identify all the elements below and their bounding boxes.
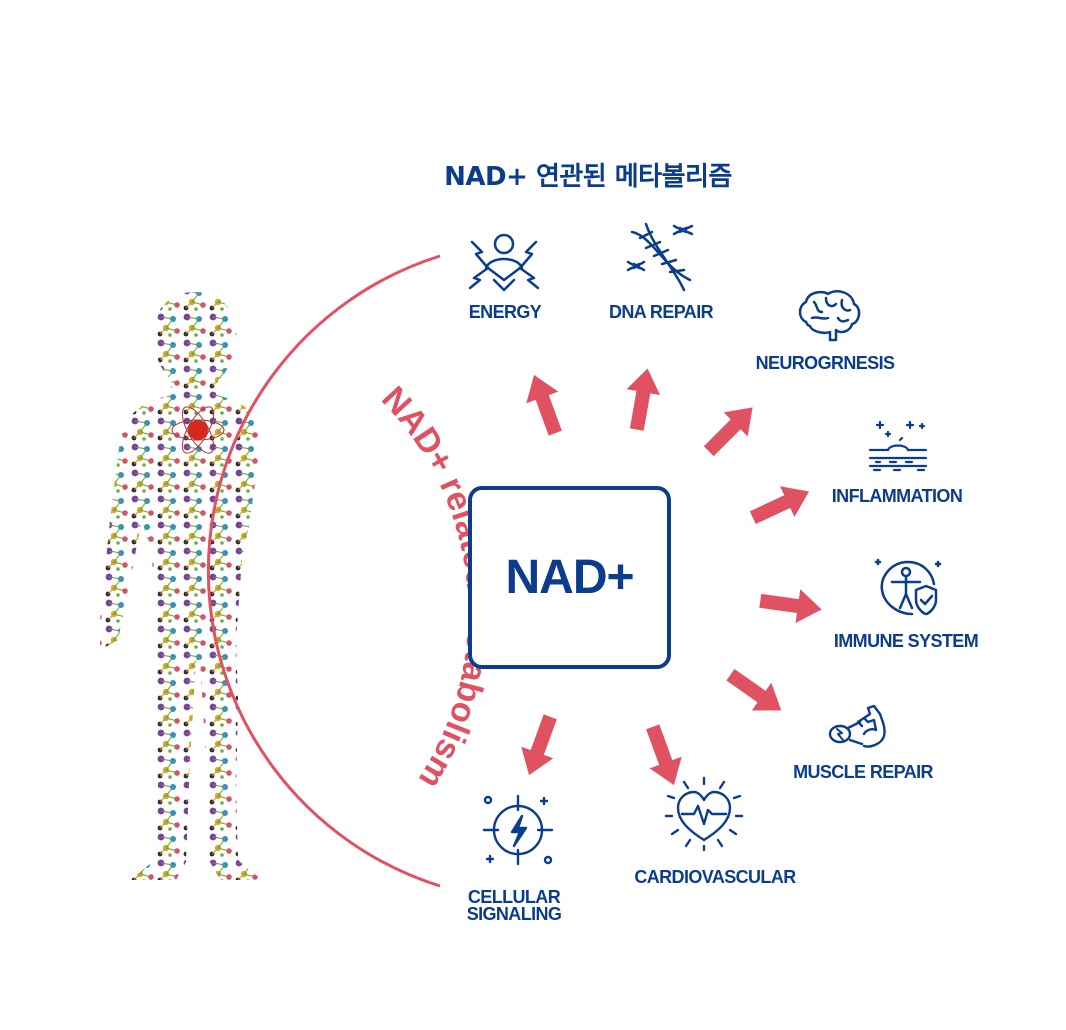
outcome-label-cardiovascular: CARDIOVASCULAR: [634, 867, 796, 887]
arrow-1: [626, 368, 661, 431]
signal-bolt-icon: [482, 794, 554, 866]
arrow-3: [749, 486, 810, 525]
muscle-icon: [828, 704, 886, 748]
energy-person-icon: [468, 233, 540, 292]
outcome-label-inflammation: INFLAMMATION: [831, 486, 963, 506]
arrow-4: [759, 589, 822, 623]
skin-inflammation-icon: [868, 420, 928, 472]
outcome-label-muscle-repair: MUSCLE REPAIR: [793, 762, 933, 782]
nad-center-box: NAD+: [468, 486, 671, 669]
outcome-label-energy: ENERGY: [468, 302, 542, 322]
center-label: NAD+: [505, 551, 634, 604]
immune-shield-icon: [874, 558, 942, 616]
page-title: NAD+ 연관된 메타볼리즘: [444, 162, 732, 192]
brain-icon: [798, 290, 861, 342]
metabolism-arc: [206, 254, 441, 888]
arrow-7: [521, 714, 557, 776]
outcome-label-immune-system: IMMUNE SYSTEM: [833, 631, 979, 651]
heart-pulse-icon: [664, 776, 744, 852]
human-figure: [100, 292, 262, 880]
arrow-2: [703, 407, 753, 457]
outcome-label-dna-repair: DNA REPAIR: [608, 302, 714, 322]
outcome-label-signaling: SIGNALING: [466, 904, 562, 924]
dna-icon: [626, 222, 694, 292]
arrow-6: [646, 724, 682, 786]
arrow-5: [726, 669, 782, 711]
outcome-label-neurogrnesis: NEUROGRNESIS: [755, 353, 895, 373]
heart-dot: [188, 420, 208, 440]
arrow-0: [526, 374, 562, 436]
arrows: [521, 368, 822, 786]
outcome-label-cellular: CELLULAR: [467, 887, 561, 907]
